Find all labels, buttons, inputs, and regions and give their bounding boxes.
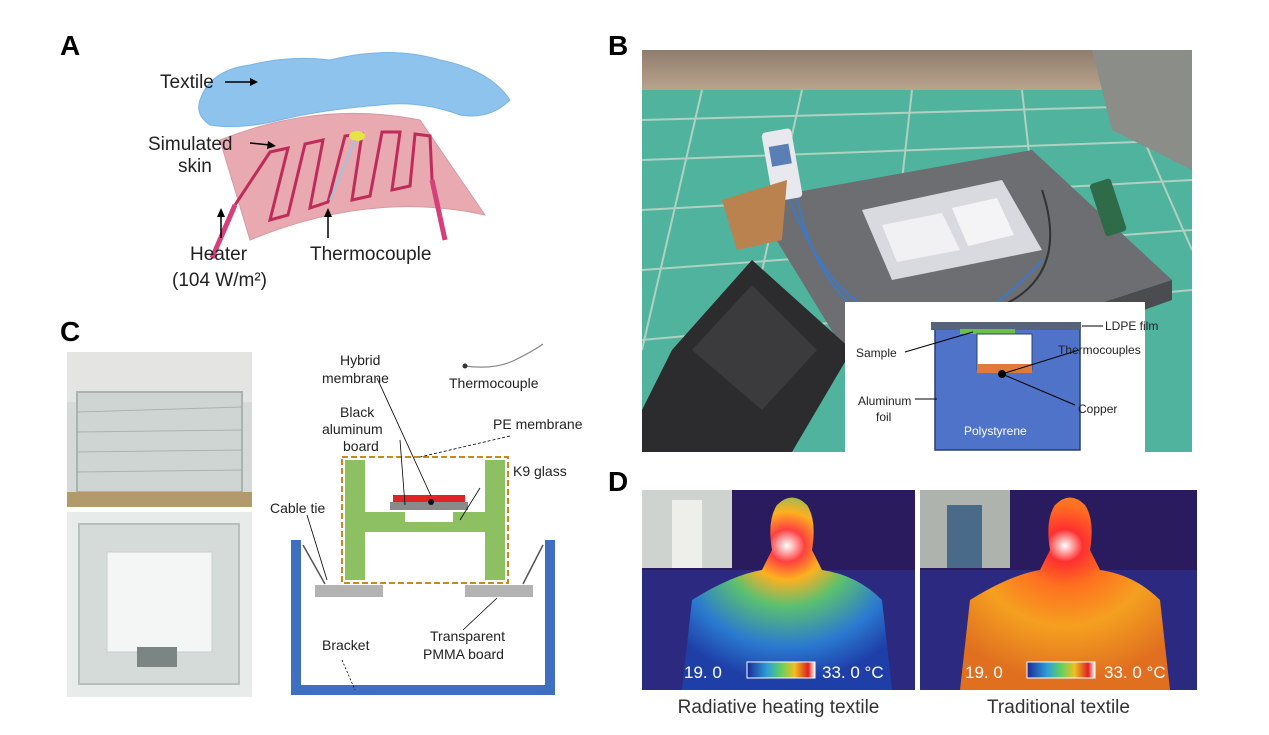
label-aluminum-foil-2: foil <box>876 410 892 424</box>
textile-sheet <box>198 52 511 128</box>
label-ldpe-film: LDPE film <box>1105 319 1159 333</box>
heater-lead-left <box>209 204 238 259</box>
pmma-right <box>465 585 533 597</box>
thermocouple-sensor <box>349 131 365 141</box>
colorbar-right <box>1026 661 1096 679</box>
label-copper: Copper <box>1078 402 1118 416</box>
caption-traditional-textile: Traditional textile <box>987 697 1130 718</box>
label-textile: Textile <box>160 72 214 93</box>
scale-max-right: 33. 0 °C <box>1104 663 1166 682</box>
label-bracket: Bracket <box>322 637 370 653</box>
label-sample: Sample <box>856 346 897 360</box>
label-aluminum-foil-1: Aluminum <box>858 394 912 408</box>
label-black-aluminum-2: aluminum <box>322 421 383 437</box>
label-thermocouple-a: Thermocouple <box>310 244 432 265</box>
panel-b-inset-diagram <box>845 302 1145 452</box>
panel-c-photos <box>67 352 252 697</box>
body-left <box>682 497 892 690</box>
copper-block <box>977 364 1032 373</box>
label-simulated-skin-1: Simulated <box>148 134 233 155</box>
pmma-left <box>315 585 383 597</box>
simulated-skin-sheet <box>219 112 487 241</box>
label-pmma-1: Transparent <box>430 628 505 644</box>
scale-min-left: 19. 0 <box>684 663 722 682</box>
label-black-aluminum-1: Black <box>340 404 375 420</box>
label-hybrid-membrane-1: Hybrid <box>340 352 381 368</box>
pe-membrane <box>341 456 509 584</box>
thermocouple-wire <box>329 139 356 201</box>
label-black-aluminum-3: board <box>343 438 379 454</box>
scale-max-left: 33. 0 °C <box>822 663 884 682</box>
panel-letter-b: B <box>608 30 629 61</box>
panel-letter-c: C <box>60 316 81 347</box>
colorbar-left <box>746 661 816 679</box>
panel-d-thermal-images <box>642 490 1197 690</box>
scale-min-right: 19. 0 <box>965 663 1003 682</box>
panel-c-schematic <box>291 343 555 695</box>
sample-layer <box>960 329 1015 334</box>
label-heater-2: (104 W/m²) <box>172 270 267 291</box>
label-polystyrene: Polystyrene <box>964 424 1027 438</box>
black-aluminum-board <box>390 502 468 510</box>
label-hybrid-membrane-2: membrane <box>322 370 389 386</box>
heater-lead-right <box>429 179 448 241</box>
label-k9-glass: K9 glass <box>513 463 567 479</box>
hybrid-membrane <box>393 495 465 502</box>
panel-letter-d: D <box>608 466 629 497</box>
body-right <box>960 497 1170 690</box>
label-simulated-skin-2: skin <box>178 156 212 177</box>
label-pe-membrane: PE membrane <box>493 416 583 432</box>
label-thermocouples: Thermocouples <box>1058 343 1141 357</box>
ldpe-film <box>931 322 1081 330</box>
arrow-skin <box>249 142 271 146</box>
panel-letter-a: A <box>60 30 81 61</box>
bracket <box>291 540 555 695</box>
caption-radiative-heating-textile: Radiative heating textile <box>677 697 880 718</box>
label-pmma-2: PMMA board <box>423 646 504 662</box>
panel-a-illustration <box>198 52 511 259</box>
label-cable-tie: Cable tie <box>270 500 326 516</box>
label-heater-1: Heater <box>190 244 248 265</box>
label-thermocouple-c: Thermocouple <box>449 375 539 391</box>
